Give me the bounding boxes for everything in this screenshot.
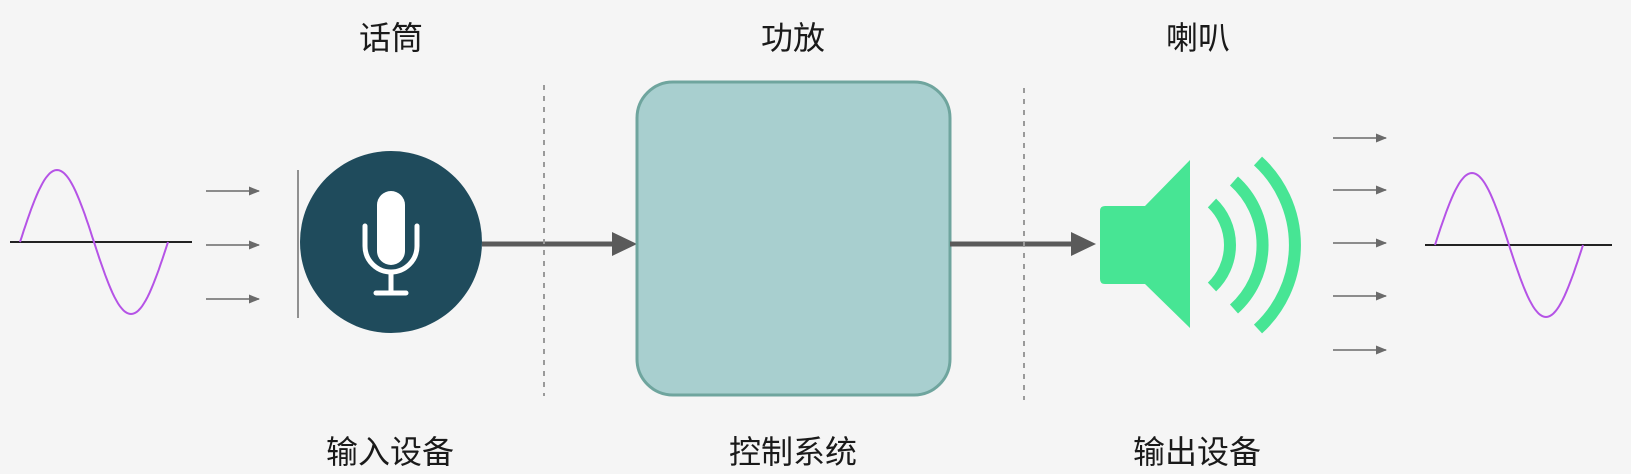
label-microphone: 话筒 [358,19,424,57]
output-sine-wave [1425,171,1612,319]
arrow-mic-to-amp [482,232,637,256]
input-wave-curve [19,168,169,316]
label-output-device: 输出设备 [1132,433,1262,471]
label-amplifier: 功放 [760,19,826,57]
outgoing-sound-arrows [1333,133,1388,355]
label-control-system: 控制系统 [728,433,858,471]
incoming-sound-arrows [206,186,261,304]
arrow-amp-to-speaker [950,232,1096,256]
microphone-node [300,151,482,333]
amplifier-box [635,80,952,397]
output-wave-curve [1434,171,1584,319]
input-sine-wave [10,168,192,316]
microphone-icon [362,191,420,296]
label-speaker: 喇叭 [1165,19,1231,57]
speaker-icon [1100,156,1301,334]
label-input-device: 输入设备 [325,433,455,471]
